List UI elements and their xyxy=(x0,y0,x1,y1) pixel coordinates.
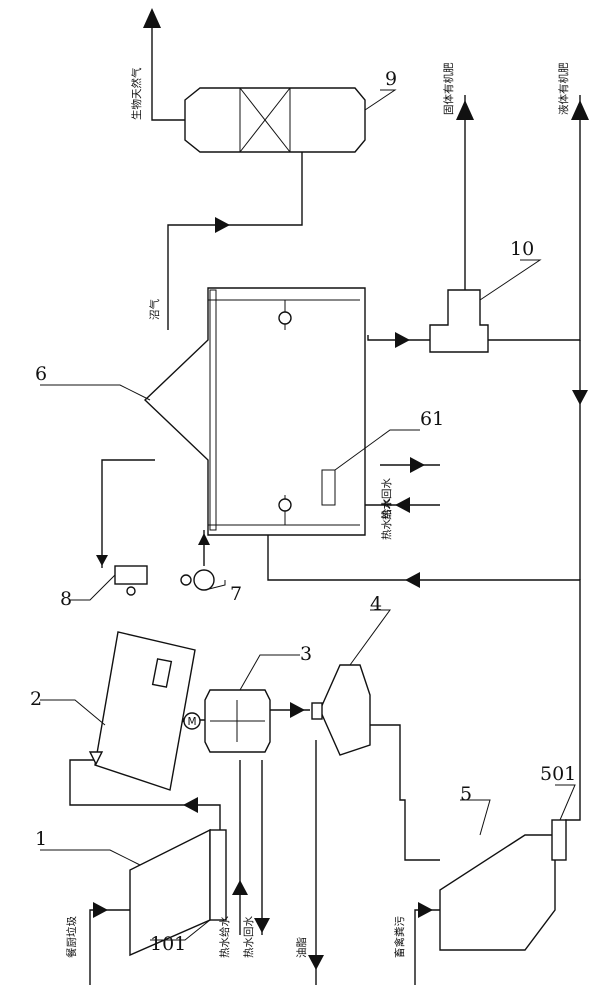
label-4: 4 xyxy=(370,593,382,615)
arrow-recirculation xyxy=(572,390,588,405)
arrow-hot-supply-61 xyxy=(395,497,410,513)
label-kitchen-waste: 餐厨垃圾 xyxy=(65,916,78,958)
digester-6 xyxy=(143,287,366,536)
arrow-solid-fertilizer xyxy=(456,100,474,120)
arrow-biogas xyxy=(215,217,230,233)
arrow-to-8 xyxy=(96,555,108,566)
arrow-grease xyxy=(308,955,324,970)
label-hot-supply-61: 热水给水 xyxy=(380,498,393,540)
reactor-3: M xyxy=(183,689,271,753)
label-solid-fertilizer: 固体有机肥 xyxy=(442,62,455,115)
leader-lines xyxy=(40,89,576,941)
label-9: 9 xyxy=(385,68,397,90)
arrow-manure xyxy=(418,902,433,918)
label-1: 1 xyxy=(35,828,47,850)
label-10: 10 xyxy=(510,238,534,260)
arrow-to-digester xyxy=(405,572,420,588)
pipe-biogas xyxy=(167,150,303,330)
label-bio-natural-gas: 生物天然气 xyxy=(130,67,143,120)
pipe-tank5-to-digester xyxy=(267,530,581,821)
arrow-hot-return-3 xyxy=(254,918,270,933)
tank-5 xyxy=(439,819,567,951)
label-hot-supply-3: 热水给水 xyxy=(218,916,231,958)
label-6: 6 xyxy=(35,363,47,385)
arrow-to-separator10 xyxy=(395,332,410,348)
label-61: 61 xyxy=(420,408,444,430)
label-livestock-manure: 畜禽粪污 xyxy=(393,916,406,958)
crusher-2 xyxy=(88,631,196,791)
pipe-liquid-fertilizer xyxy=(488,95,581,341)
label-8: 8 xyxy=(60,588,72,610)
device-8 xyxy=(114,565,148,596)
motor-symbol: M xyxy=(187,716,196,728)
label-7: 7 xyxy=(230,583,242,605)
separator-4 xyxy=(311,664,371,756)
label-hot-return-61: 热水回水 xyxy=(380,478,393,520)
label-grease: 油脂 xyxy=(295,937,308,958)
label-3: 3 xyxy=(300,643,312,665)
pipe-kitchen-waste-inlet xyxy=(89,909,130,985)
text-labels: 餐厨垃圾 热水给水 热水回水 油脂 畜禽粪污 热水给水 热水回水 沼气 生物天然… xyxy=(65,62,570,958)
label-101: 101 xyxy=(150,933,186,955)
label-2: 2 xyxy=(30,688,42,710)
pipe-tank1-to-crusher xyxy=(69,759,221,830)
pipe-separator-to-tank5 xyxy=(370,724,440,861)
arrow-to-separator4 xyxy=(290,702,305,718)
label-5: 5 xyxy=(460,783,472,805)
motor-icon xyxy=(183,712,201,730)
label-biogas: 沼气 xyxy=(148,299,161,320)
arrow-kitchen-waste xyxy=(93,902,108,918)
pipelines xyxy=(69,20,581,985)
arrow-hot-return-61 xyxy=(410,457,425,473)
arrow-pump7 xyxy=(198,533,210,545)
arrow-liquid-fertilizer xyxy=(571,100,589,120)
pipe-digester-to-8 xyxy=(101,459,155,568)
arrow-to-crusher xyxy=(183,797,198,813)
label-501: 501 xyxy=(540,763,576,785)
pipe-bio-natural-gas xyxy=(151,20,185,121)
arrow-hot-supply-3 xyxy=(232,880,248,895)
separator-10 xyxy=(429,289,489,353)
reference-numbers: 1 101 2 3 4 5 501 6 61 7 8 9 10 xyxy=(30,68,576,955)
pump-7 xyxy=(180,569,215,591)
label-hot-return-3: 热水回水 xyxy=(242,916,255,958)
purifier-9 xyxy=(184,87,366,153)
arrow-bio-natural-gas xyxy=(143,8,161,28)
label-liquid-fertilizer: 液体有机肥 xyxy=(557,62,570,115)
